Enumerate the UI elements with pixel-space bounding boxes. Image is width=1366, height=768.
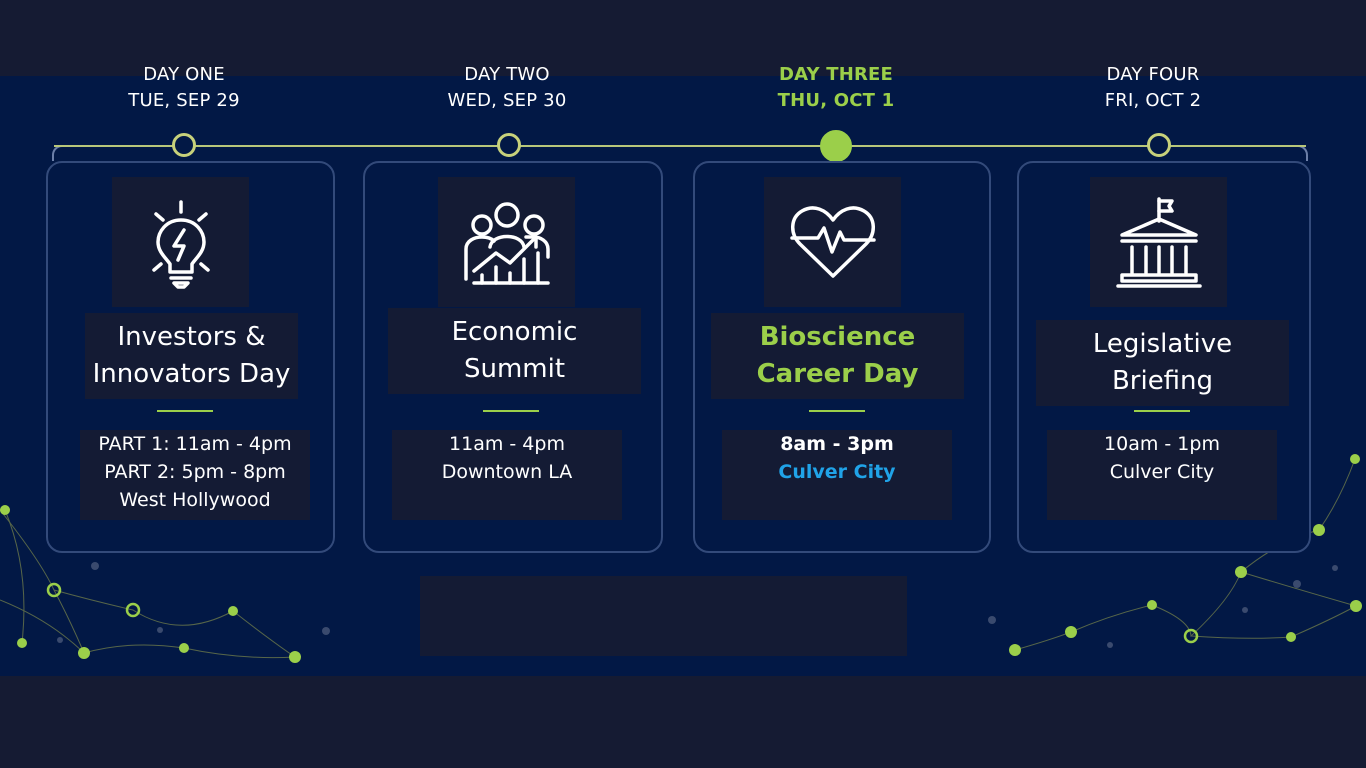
event-title-day-3: Bioscience Career Day <box>711 313 964 399</box>
title-divider <box>483 410 539 412</box>
event-time: 8am - 3pm <box>780 433 894 455</box>
title-line: Summit <box>463 354 566 384</box>
title-line: Economic <box>451 317 578 347</box>
event-location: West Hollywood <box>119 489 271 511</box>
event-title-day-4: Legislative Briefing <box>1036 320 1289 406</box>
title-divider <box>809 410 865 412</box>
day-header-3: DAY THREE THU, OCT 1 <box>716 62 956 114</box>
day-header-1: DAY ONE TUE, SEP 29 <box>64 62 304 114</box>
day-label: DAY THREE <box>778 64 894 85</box>
heart-pulse-icon <box>789 206 876 278</box>
event-time-part-2: PART 2: 5pm - 8pm <box>104 461 286 483</box>
timeline-marker-day-2[interactable] <box>497 133 521 157</box>
icon-box-day-1 <box>112 177 249 307</box>
title-line: Innovators Day <box>92 359 291 389</box>
lightbulb-icon <box>151 200 210 289</box>
event-details-day-3: 8am - 3pm Culver City <box>722 430 952 520</box>
timeline-marker-day-3[interactable] <box>820 130 852 162</box>
timeline-marker-day-1[interactable] <box>172 133 196 157</box>
day-date: FRI, OCT 2 <box>1104 90 1202 111</box>
title-line: Briefing <box>1111 366 1214 396</box>
event-details-day-1: PART 1: 11am - 4pm PART 2: 5pm - 8pm Wes… <box>80 430 310 520</box>
event-time: 11am - 4pm <box>449 433 565 455</box>
event-title-day-1: Investors & Innovators Day <box>85 313 298 399</box>
timeline-marker-day-4[interactable] <box>1147 133 1171 157</box>
event-location: Culver City <box>1109 461 1215 483</box>
icon-box-day-2 <box>438 177 575 307</box>
event-time: 10am - 1pm <box>1104 433 1220 455</box>
title-divider <box>157 410 213 412</box>
growth-team-icon <box>463 202 550 285</box>
title-line: Investors & <box>117 322 266 352</box>
day-header-2: DAY TWO WED, SEP 30 <box>387 62 627 114</box>
event-details-day-4: 10am - 1pm Culver City <box>1047 430 1277 520</box>
title-line: Legislative <box>1092 329 1233 359</box>
icon-box-day-4 <box>1090 177 1227 307</box>
day-date: THU, OCT 1 <box>777 90 895 111</box>
day-header-4: DAY FOUR FRI, OCT 2 <box>1033 62 1273 114</box>
title-line: Bioscience <box>759 322 916 352</box>
capitol-building-icon <box>1115 196 1202 288</box>
day-label: DAY TWO <box>464 64 550 85</box>
day-label: DAY FOUR <box>1106 64 1200 85</box>
title-line: Career Day <box>756 359 919 389</box>
event-title-day-2: Economic Summit <box>388 308 641 394</box>
day-date: WED, SEP 30 <box>447 90 567 111</box>
event-location: Culver City <box>778 461 896 483</box>
timeline-cap-left <box>52 145 68 161</box>
event-details-day-2: 11am - 4pm Downtown LA <box>392 430 622 520</box>
day-label: DAY ONE <box>143 64 225 85</box>
event-location: Downtown LA <box>441 461 573 483</box>
title-divider <box>1134 410 1190 412</box>
icon-box-day-3 <box>764 177 901 307</box>
timeline-line <box>54 145 1306 147</box>
footer-panel <box>420 576 907 656</box>
event-time-part-1: PART 1: 11am - 4pm <box>98 433 292 455</box>
day-date: TUE, SEP 29 <box>128 90 240 111</box>
